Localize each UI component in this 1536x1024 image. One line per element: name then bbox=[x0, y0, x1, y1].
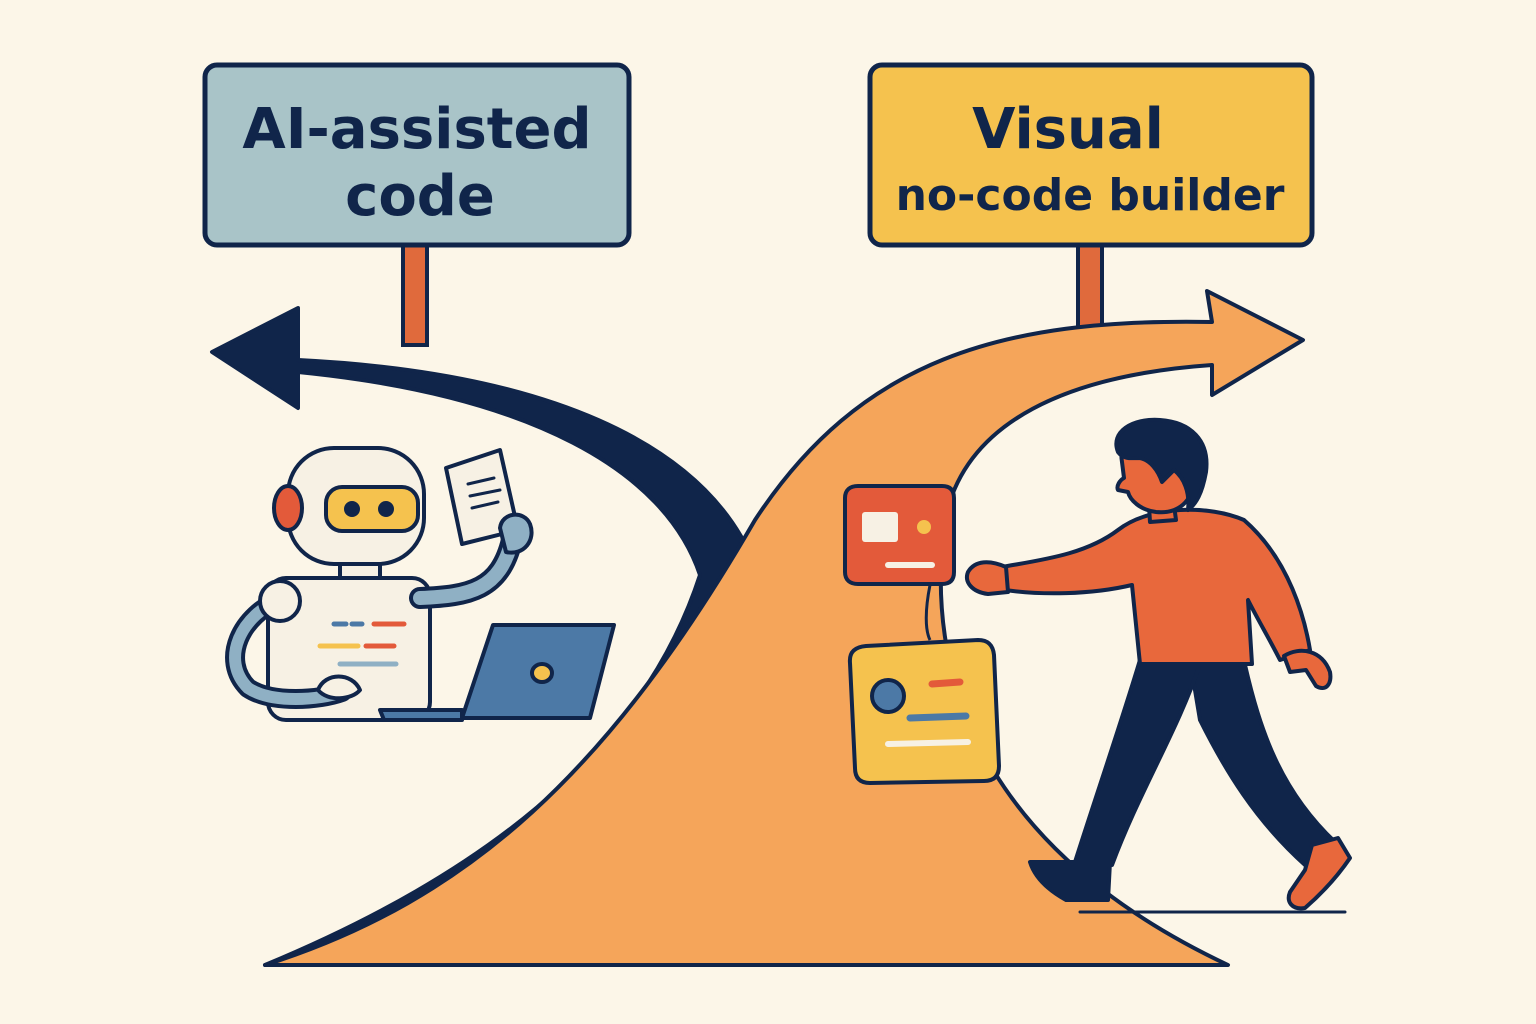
card-connector bbox=[924, 584, 932, 641]
robot-icon bbox=[225, 446, 523, 722]
ui-card-red bbox=[843, 484, 956, 586]
laptop-icon bbox=[378, 623, 616, 722]
right-sign-post bbox=[1076, 243, 1104, 329]
right-sign-line2: no-code builder bbox=[896, 170, 1285, 221]
person-icon bbox=[965, 417, 1352, 914]
right-sign-line1: Visual bbox=[972, 97, 1164, 162]
left-sign-line1: AI-assisted bbox=[242, 97, 591, 162]
right-sign: Visual no-code builder bbox=[867, 62, 1315, 248]
left-sign-post bbox=[401, 243, 429, 347]
document-icon bbox=[444, 448, 534, 555]
ui-card-yellow bbox=[847, 638, 1001, 785]
left-sign: AI-assisted code bbox=[202, 62, 632, 248]
left-sign-line2: code bbox=[345, 164, 495, 229]
